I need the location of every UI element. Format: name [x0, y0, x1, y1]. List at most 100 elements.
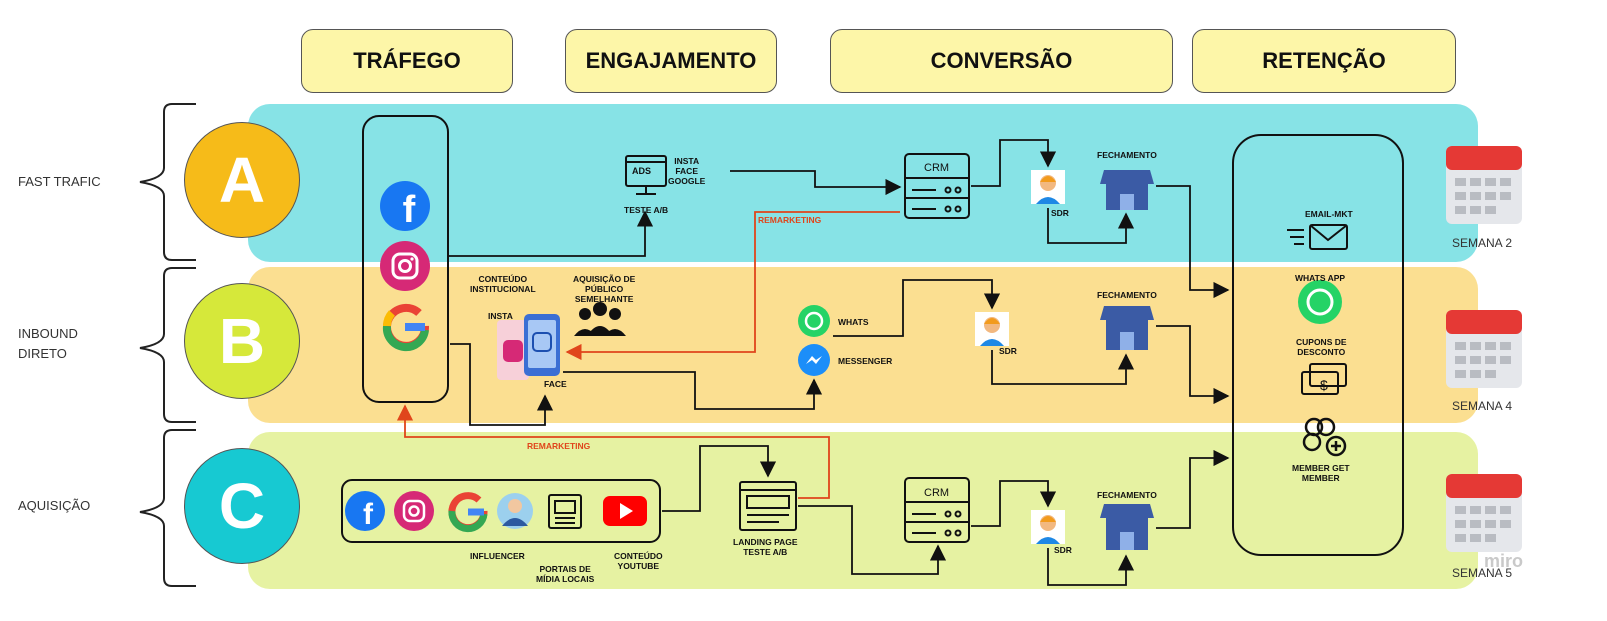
arrow-remarketing-c [396, 404, 830, 499]
closing-label-c: FECHAMENTO [1097, 490, 1157, 500]
store-icon-b [1100, 306, 1154, 350]
arrow-whats-to-sdr-b [833, 279, 1001, 337]
band-row-b [248, 267, 1478, 423]
week-label-c: SEMANA 5 [1452, 566, 1513, 580]
sdr-agent-icon-b [975, 312, 1009, 346]
whats-label: WHATS [838, 317, 869, 327]
crm-label-c: CRM [924, 487, 950, 499]
whatsapp-icon-retention [1298, 280, 1342, 324]
remarketing-label-c: REMARKETING [527, 441, 591, 451]
arrow-sdr-to-close-b [991, 350, 1135, 385]
arrow-close-a-to-retention [1156, 185, 1230, 299]
arrow-ads-to-crm [730, 170, 902, 196]
arrow-landing-to-crm-c [798, 505, 947, 575]
closing-label-b: FECHAMENTO [1097, 290, 1157, 300]
store-icon-c [1100, 504, 1154, 550]
circle-b: B [184, 283, 300, 399]
retention-box [1232, 134, 1404, 556]
calendar-icon-a [1446, 146, 1522, 224]
stage-header-retencao: RETENÇÃO [1192, 29, 1456, 93]
insta-label: INSTA [488, 311, 513, 321]
closing-label-a: FECHAMENTO [1097, 150, 1157, 160]
stage-header-trafego: TRÁFEGO [301, 29, 513, 93]
whatsapp-label-retention: WHATS APP [1295, 273, 1346, 283]
svg-text:$: $ [1320, 377, 1328, 393]
google-icon [382, 303, 430, 352]
arrow-sdr-to-close-a [1047, 208, 1135, 244]
arrow-face-to-messenger [563, 371, 823, 410]
circle-a: A [184, 122, 300, 238]
landing-page-icon [739, 481, 797, 531]
lookalike-label: AQUISIÇÃO DE PÚBLICO SEMELHANTE [573, 274, 636, 304]
band-row-a [248, 104, 1478, 262]
arrow-remarketing-a [565, 211, 900, 361]
influencer-label: INFLUENCER [470, 551, 525, 561]
facebook-icon: f [380, 181, 430, 231]
ads-test-label: TESTE A/B [624, 205, 669, 215]
svg-text:f: f [363, 498, 374, 531]
row-label-a: FAST TRAFIC [18, 174, 101, 189]
remarketing-label-a: REMARKETING [758, 215, 822, 225]
messenger-icon [798, 344, 830, 376]
ads-label: ADS [632, 166, 652, 176]
crm-label-a: CRM [924, 162, 950, 174]
row-label-c: AQUISIÇÃO [18, 498, 91, 513]
instagram-icon [380, 241, 430, 291]
coupon-icon: $ [1301, 363, 1347, 395]
traffic-social-box [362, 115, 449, 403]
news-portal-icon [548, 494, 582, 529]
whatsapp-icon [798, 305, 830, 337]
sdr-label-c: SDR [1054, 545, 1072, 555]
face-label: FACE [544, 379, 567, 389]
arrow-crm-c-to-sdr-c [971, 480, 1057, 527]
brace-b [139, 267, 196, 423]
brace-a [139, 103, 196, 261]
circle-c: C [184, 448, 300, 564]
calendar-icon-c [1446, 474, 1522, 552]
ads-monitor-icon [625, 155, 667, 195]
svg-text:f: f [403, 189, 416, 231]
sdr-agent-icon-a [1031, 170, 1065, 204]
youtube-icon [603, 496, 647, 526]
sdr-label-a: SDR [1051, 208, 1069, 218]
email-icon [1287, 224, 1348, 250]
coupons-label: CUPONS DE DESCONTO [1296, 337, 1347, 357]
arrow-google-to-face [450, 343, 554, 426]
arrow-sdr-to-close-c [1047, 548, 1135, 586]
arrow-channels-to-landing [662, 445, 777, 512]
arrow-traffic-to-ads [448, 210, 654, 257]
sdr-agent-icon-c [1031, 510, 1065, 544]
audience-group-icon [574, 302, 626, 336]
acquisition-channels-box [341, 479, 661, 543]
arrow-crm-to-sdr-a [971, 139, 1057, 187]
miro-watermark: miro [1484, 551, 1524, 571]
member-get-member-label: MEMBER GET MEMBER [1292, 463, 1350, 483]
google-icon-c [448, 492, 488, 532]
messenger-label: MESSENGER [838, 356, 893, 366]
email-mkt-label: EMAIL-MKT [1305, 209, 1353, 219]
row-label-b: INBOUND DIRETO [18, 326, 78, 361]
instagram-icon-c [394, 491, 434, 531]
member-get-member-icon [1302, 417, 1347, 457]
ads-channels-label: INSTA FACE GOOGLE [668, 156, 706, 186]
stage-header-conversao: CONVERSÃO [830, 29, 1173, 93]
stage-header-engajamento: ENGAJAMENTO [565, 29, 777, 93]
arrow-close-b-to-retention [1156, 325, 1230, 405]
crm-server-icon-c [904, 477, 970, 543]
landing-label: LANDING PAGE TESTE A/B [733, 537, 798, 557]
portals-label: PORTAIS DE MÍDIA LOCAIS [536, 564, 595, 584]
week-label-b: SEMANA 4 [1452, 399, 1513, 413]
influencer-avatar-icon [497, 493, 533, 529]
crm-server-icon-a [904, 153, 970, 219]
calendar-icon-b [1446, 310, 1522, 388]
week-label-a: SEMANA 2 [1452, 236, 1513, 250]
youtube-label: CONTEÚDO YOUTUBE [614, 551, 663, 571]
brace-c [139, 429, 196, 587]
institutional-label: CONTEÚDO INSTITUCIONAL [470, 274, 536, 294]
phone-social-icon [497, 314, 560, 380]
store-icon-a [1100, 170, 1154, 210]
facebook-icon-c: f [345, 491, 385, 531]
sdr-label-b: SDR [999, 346, 1017, 356]
arrow-close-c-to-retention [1156, 449, 1230, 529]
